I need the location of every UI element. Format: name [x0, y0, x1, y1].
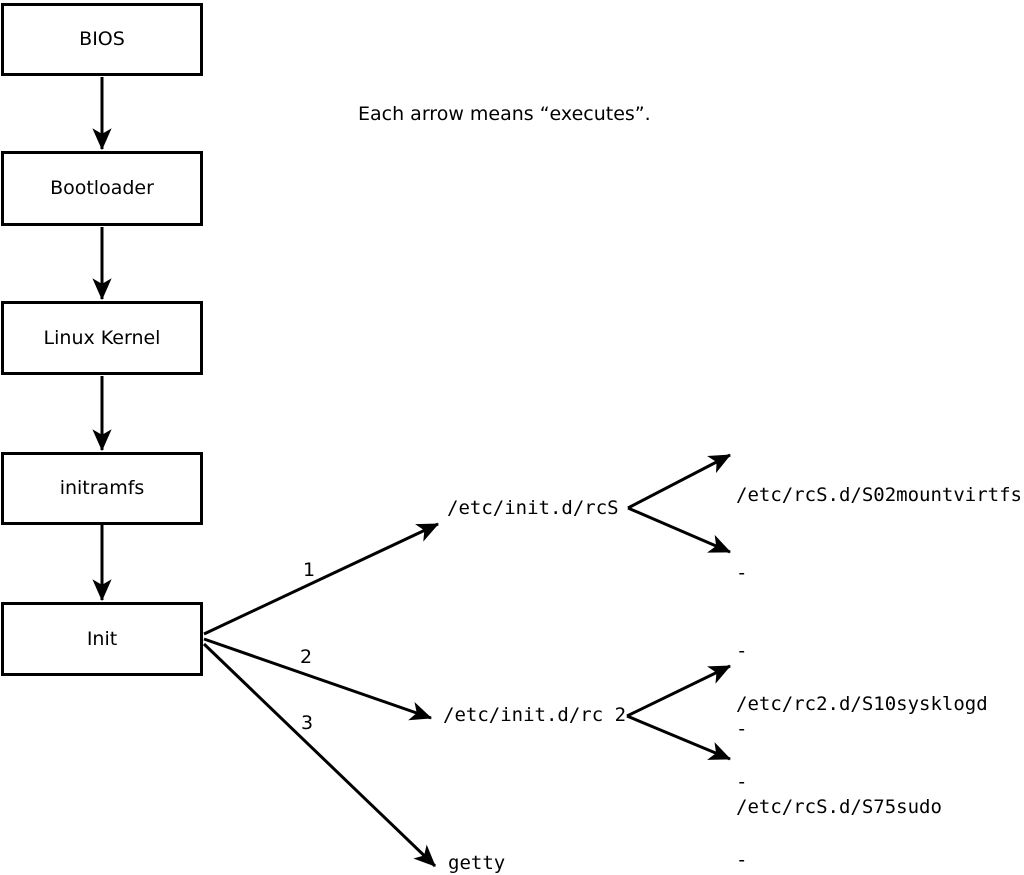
- script-line-s02mountvirtfs: /etc/rcS.d/S02mountvirtfs: [736, 484, 1022, 506]
- target-rc2: /etc/init.d/rc 2: [443, 704, 627, 726]
- note-text: Each arrow means “executes”.: [358, 103, 651, 125]
- target-getty: getty: [448, 852, 506, 874]
- arrow-rcs-to-s75sudo: [627, 506, 732, 554]
- target-rcs: /etc/init.d/rcS: [447, 497, 619, 519]
- script-line-s10sysklogd: /etc/rc2.d/S10sysklogd: [736, 693, 988, 715]
- script-line-ellipsis: -: [736, 771, 748, 793]
- arrow-init-to-rcs: [203, 522, 439, 636]
- arrow-init-to-rc2: [203, 637, 433, 721]
- arrow-label-2: 2: [300, 646, 313, 668]
- box-bootloader: Bootloader: [1, 151, 203, 226]
- arrow-rc2-to-s10sysklogd: [626, 664, 731, 718]
- script-line-s75sudo: /etc/rcS.d/S75sudo: [736, 796, 942, 818]
- script-line-ellipsis: -: [736, 718, 748, 740]
- script-list-rc2: /etc/rc2.d/S10sysklogd - - - /etc/rc2.d/…: [736, 639, 988, 875]
- arrow-init-to-getty: [202, 642, 437, 868]
- box-initramfs: initramfs: [1, 452, 203, 525]
- script-line-ellipsis: -: [736, 562, 748, 584]
- script-line-ellipsis: -: [736, 849, 748, 871]
- arrow-label-1: 1: [303, 559, 316, 581]
- script-line-ellipsis: -: [736, 640, 748, 662]
- arrow-rc2-to-s99gdm: [626, 714, 732, 761]
- arrow-rcs-to-s02mountvirtfs: [627, 453, 731, 510]
- script-list-rcs: /etc/rcS.d/S02mountvirtfs - - - /etc/rcS…: [736, 430, 1022, 872]
- box-init: Init: [1, 602, 203, 676]
- box-bios: BIOS: [1, 3, 203, 76]
- box-linux-kernel: Linux Kernel: [1, 301, 203, 375]
- arrow-label-3: 3: [301, 712, 314, 734]
